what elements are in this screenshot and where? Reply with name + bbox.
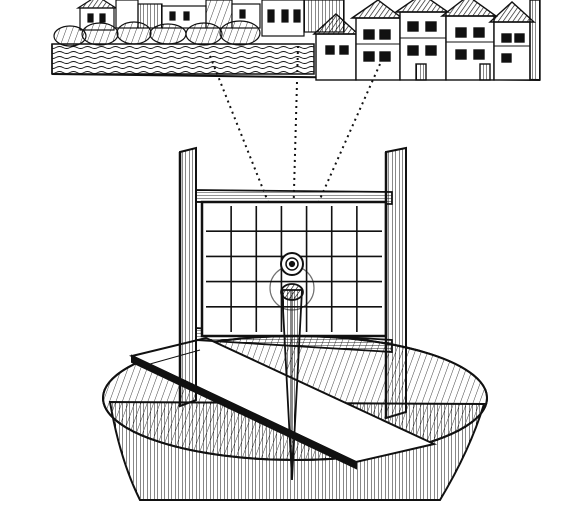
- townscape: [52, 0, 540, 80]
- river-bank: [52, 44, 314, 74]
- left-post: [180, 148, 196, 406]
- timbered-houses: [314, 0, 540, 80]
- right-post: [386, 148, 406, 418]
